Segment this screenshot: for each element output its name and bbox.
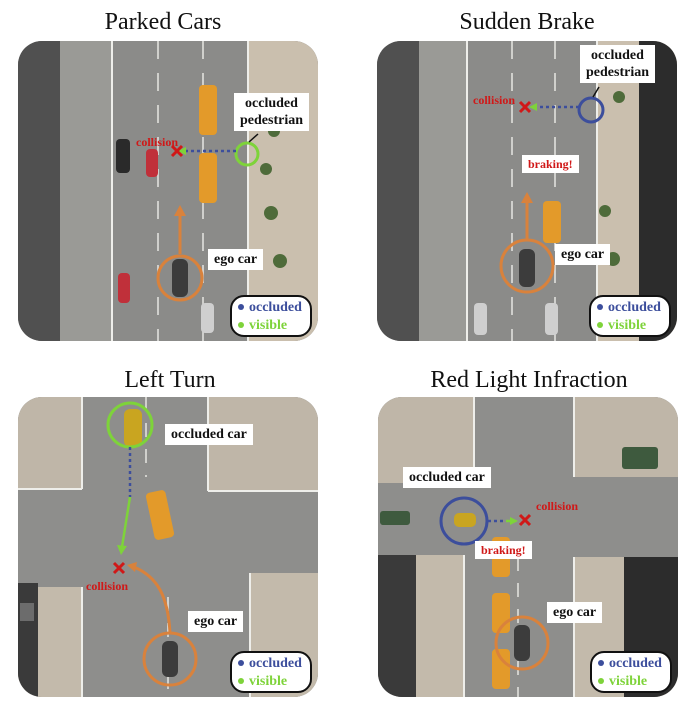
scene-red-light-infraction: occluded car collision braking! ego car …	[378, 397, 678, 697]
ego-car-ring	[494, 615, 550, 671]
collision-label: collision	[473, 93, 516, 107]
legend-occluded: occluded	[608, 300, 661, 315]
occluded-car	[124, 409, 142, 447]
occluded-car-label: occluded car	[403, 467, 491, 488]
legend-visible: visible	[608, 318, 647, 333]
pedestrian-ring	[234, 141, 260, 167]
panel-title-sudden-brake: Sudden Brake	[459, 9, 595, 35]
collision-label: collision	[86, 579, 129, 593]
legend: occluded visible	[230, 295, 312, 337]
parked-truck-1	[199, 85, 217, 135]
panel-title-left-turn: Left Turn	[124, 367, 216, 393]
scene-left-turn: occluded car collision ego car occluded …	[18, 397, 318, 697]
legend-visible: visible	[249, 674, 288, 689]
legend-visible: visible	[609, 674, 648, 689]
occluded-car-ring	[439, 496, 489, 546]
scene-sudden-brake-drawing	[377, 41, 677, 341]
panel-title-red-light-infraction: Red Light Infraction	[430, 367, 628, 393]
occluded-car	[454, 513, 476, 527]
braking-label: braking!	[475, 541, 532, 559]
pedestrian-ring	[577, 96, 605, 124]
legend-visible: visible	[249, 318, 288, 333]
collision-label: collision	[536, 499, 579, 513]
collision-label: collision	[136, 135, 179, 149]
scene-sudden-brake: occluded pedestrian collision braking! e…	[377, 41, 677, 341]
ego-car-label: ego car	[547, 602, 603, 623]
ego-car-label: ego car	[555, 244, 611, 265]
parked-truck-2	[199, 153, 217, 203]
scene-parked-cars-drawing	[18, 41, 318, 341]
ego-car-label: ego car	[188, 611, 244, 632]
ego-car-ring	[156, 254, 204, 302]
legend-occluded: occluded	[249, 300, 302, 315]
occluded-car-label: occluded car	[165, 424, 253, 445]
panel-title-parked-cars: Parked Cars	[104, 9, 222, 35]
legend: occluded visible	[590, 651, 672, 693]
occluded-pedestrian-label: occluded pedestrian	[580, 45, 655, 83]
braking-label: braking!	[522, 155, 579, 173]
scene-parked-cars: occluded pedestrian collision ego car oc…	[18, 41, 318, 341]
legend-occluded: occluded	[609, 656, 662, 671]
ego-car-label: ego car	[208, 249, 264, 270]
legend-occluded: occluded	[249, 656, 302, 671]
legend: occluded visible	[589, 295, 671, 337]
legend: occluded visible	[230, 651, 312, 693]
occluded-pedestrian-label: occluded pedestrian	[234, 93, 309, 131]
